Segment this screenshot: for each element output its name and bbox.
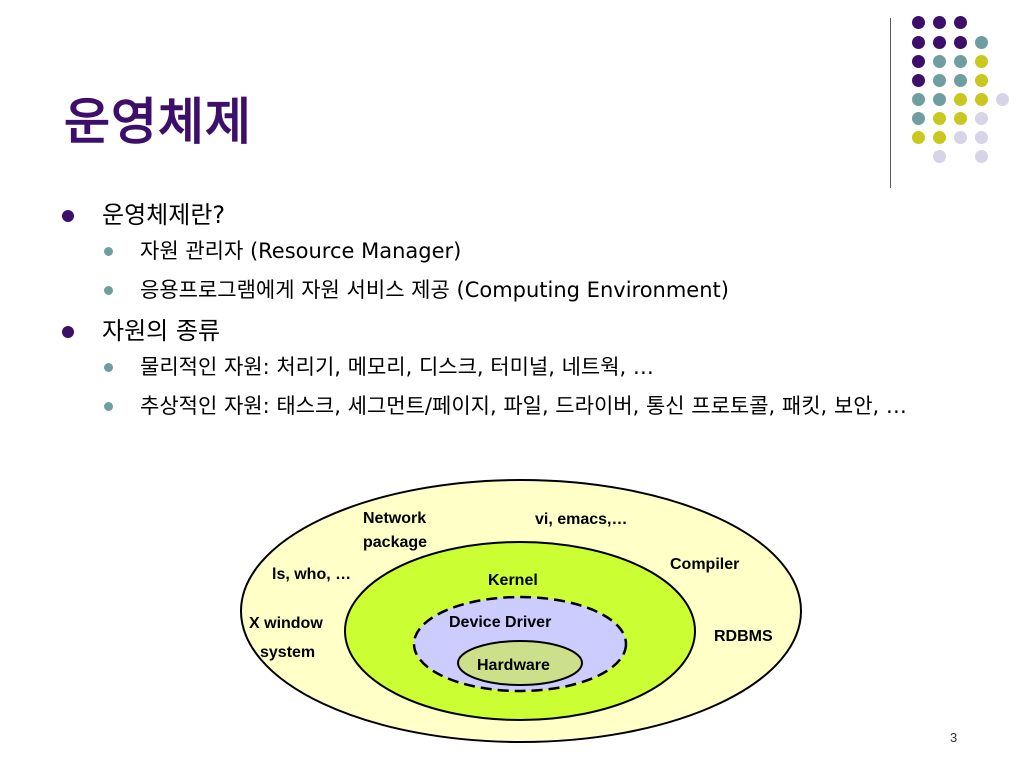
dot — [933, 131, 946, 144]
label-network-package-line2: package — [363, 534, 427, 551]
dot — [954, 74, 967, 87]
decorative-dot-grid — [908, 16, 1009, 166]
kernel-layer-ellipse — [344, 541, 696, 721]
label-x-window-line1: X window — [249, 615, 323, 632]
bullet-resource-types: 자원의 종류 — [60, 314, 960, 348]
label-vi-emacs: vi, emacs,… — [535, 511, 628, 528]
dot — [975, 55, 988, 68]
application-layer-ellipse — [240, 479, 802, 743]
dot — [912, 74, 925, 87]
slide-title: 운영체제 — [64, 93, 252, 151]
bullet-list: 운영체제란? 자원 관리자 (Resource Manager) 응용프로그램에… — [60, 198, 960, 430]
dot — [912, 131, 925, 144]
dot — [975, 112, 988, 125]
label-hardware: Hardware — [477, 657, 550, 674]
label-kernel: Kernel — [488, 572, 538, 589]
dot — [954, 36, 967, 49]
sub-bullet-computing-environment: 응용프로그램에게 자원 서비스 제공 (Computing Environmen… — [60, 275, 960, 305]
dot — [912, 93, 925, 106]
hardware-ellipse — [457, 640, 583, 686]
sub-bullet-physical-resources: 물리적인 자원: 처리기, 메모리, 디스크, 터미널, 네트웍, … — [60, 352, 960, 382]
dot — [954, 16, 967, 29]
sub-bullet-resource-manager: 자원 관리자 (Resource Manager) — [60, 236, 960, 266]
dot — [933, 112, 946, 125]
dot — [912, 16, 925, 29]
sub-bullet-abstract-resources: 추상적인 자원: 태스크, 세그먼트/페이지, 파일, 드라이버, 통신 프로토… — [60, 391, 960, 421]
page-number: 3 — [950, 730, 958, 745]
dot — [954, 131, 967, 144]
dot — [954, 93, 967, 106]
dot — [996, 93, 1009, 106]
label-device-driver: Device Driver — [449, 614, 551, 631]
dot — [975, 74, 988, 87]
dot — [975, 36, 988, 49]
dot — [933, 93, 946, 106]
dot — [912, 112, 925, 125]
dot — [975, 131, 988, 144]
dot — [912, 36, 925, 49]
dot — [954, 55, 967, 68]
label-x-window-line2: system — [260, 644, 315, 661]
dot — [975, 150, 988, 163]
header-divider — [890, 18, 891, 188]
bullet-os-definition: 운영체제란? — [60, 198, 960, 232]
label-ls-who: ls, who, … — [272, 566, 351, 583]
device-driver-ellipse — [412, 595, 628, 693]
dot — [954, 112, 967, 125]
label-rdbms: RDBMS — [714, 628, 773, 645]
dot — [933, 16, 946, 29]
label-compiler: Compiler — [670, 556, 739, 573]
dot — [975, 93, 988, 106]
dot — [933, 74, 946, 87]
dot — [933, 36, 946, 49]
dot — [912, 55, 925, 68]
dot — [933, 150, 946, 163]
label-network-package-line1: Network — [363, 510, 426, 527]
dot — [933, 55, 946, 68]
